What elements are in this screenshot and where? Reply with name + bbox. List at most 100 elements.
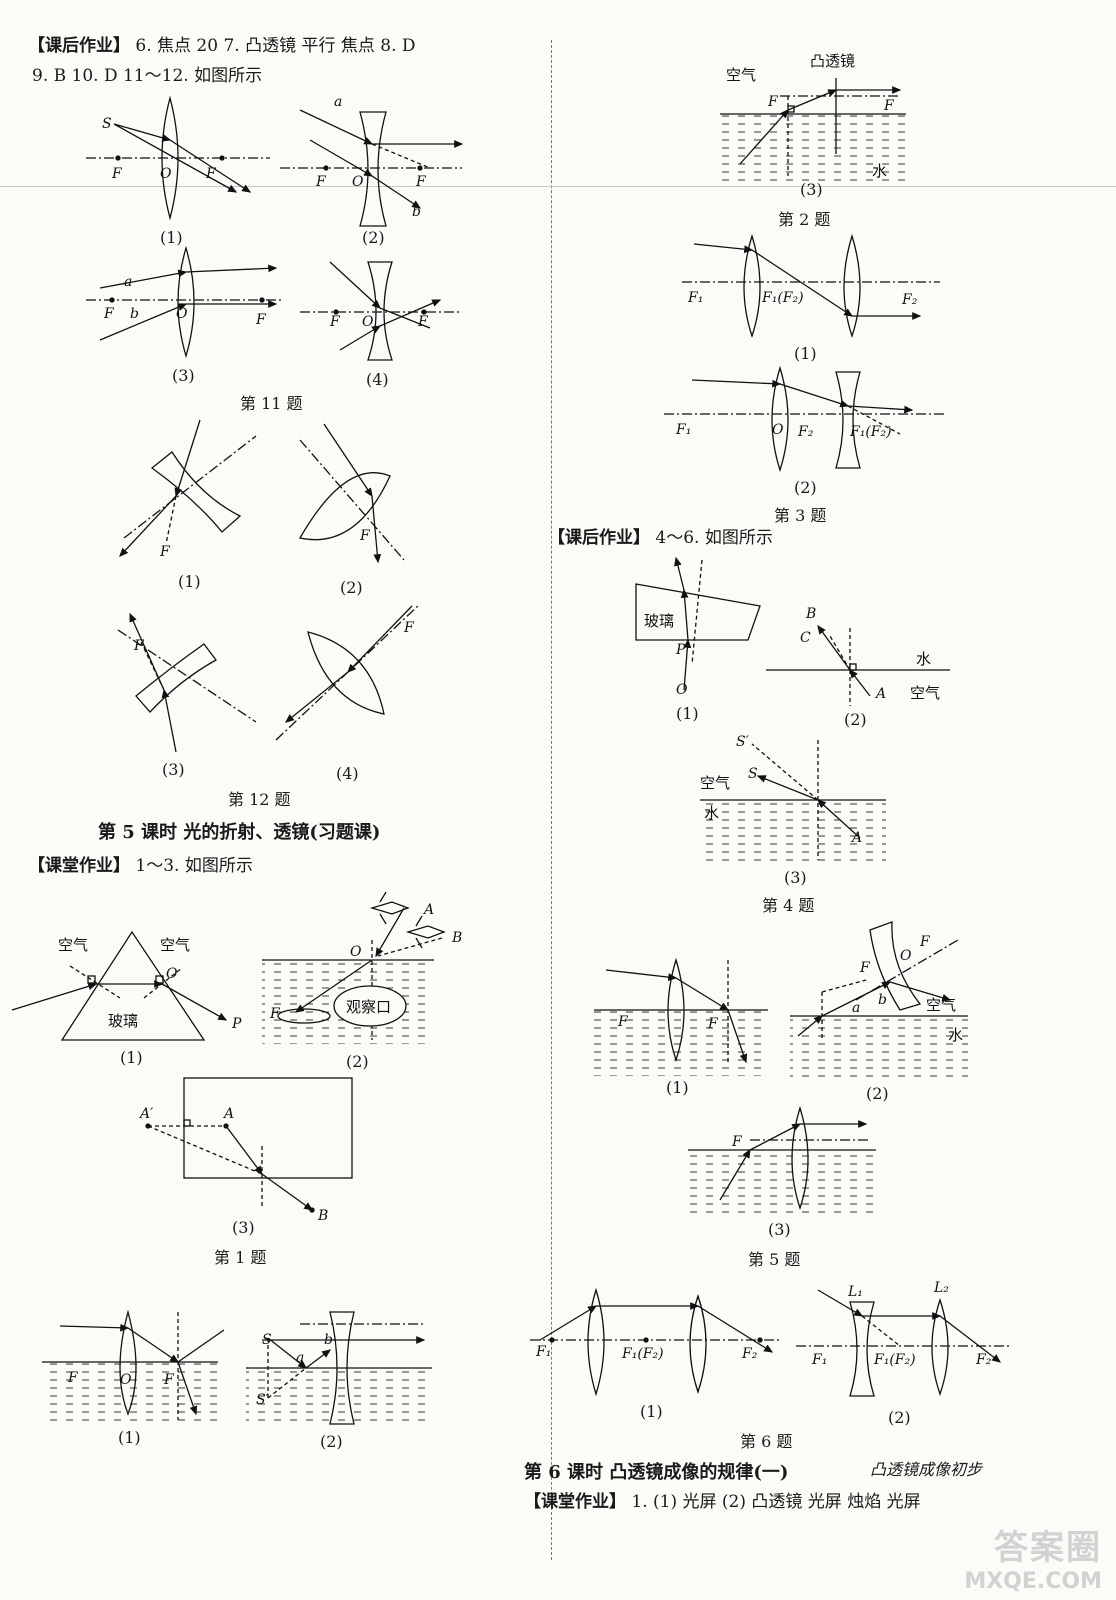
q5-fig3-convex-water — [688, 1105, 876, 1214]
label-A: A — [850, 830, 862, 846]
label-F1: F₁ — [535, 1344, 551, 1360]
q4-caption-3: (3) — [784, 868, 807, 887]
q5-caption-3: (3) — [768, 1220, 791, 1239]
classwork2-tag: 【课堂作业】 — [524, 1492, 626, 1512]
label-convex-lens: 凸透镜 — [810, 52, 855, 70]
q1-fig1-prism — [11, 930, 228, 1041]
label-A: A — [422, 902, 434, 918]
label-P: P — [675, 642, 686, 658]
label-S: S — [748, 766, 758, 782]
homework-answers-1: 6. 焦点 20 7. 凸透镜 平行 焦点 8. D — [135, 36, 416, 56]
q3-fig2-convex-concave — [664, 365, 944, 473]
label-L1: L₁ — [847, 1284, 863, 1300]
q12-fig1-concave — [119, 419, 257, 557]
label-F: F — [403, 620, 415, 636]
label-F: F — [67, 1370, 79, 1386]
label-b: b — [878, 992, 887, 1008]
label-S-prime: S′ — [256, 1392, 270, 1408]
homework2-line: 【课后作业】 4～6. 如图所示 — [548, 528, 773, 548]
label-F: F — [859, 960, 871, 976]
label-F1F2: F₁(F₂) — [849, 424, 892, 440]
label-F: F — [103, 306, 115, 322]
classwork2-text: 1. (1) 光屏 (2) 凸透镜 光屏 烛焰 光屏 — [631, 1492, 921, 1512]
label-F: F — [329, 314, 341, 330]
label-water: 水 — [916, 650, 931, 668]
q4-fig1-glass-block — [635, 556, 761, 691]
label-air: 空气 — [58, 936, 88, 954]
q5-fig1-convex-water — [594, 957, 768, 1076]
q5-fig2-concave-water — [790, 921, 968, 1078]
label-F: F — [111, 166, 123, 182]
q5-title: 第 5 题 — [748, 1250, 801, 1269]
q1-caption-2: (2) — [346, 1052, 369, 1071]
label-O: O — [350, 944, 362, 960]
label-a: a — [124, 274, 132, 290]
q11-caption-2: (2) — [362, 228, 385, 247]
label-F1F2: F₁(F₂) — [873, 1352, 916, 1368]
label-F2: F₂ — [797, 424, 814, 440]
q12-fig3-concave — [117, 612, 257, 753]
label-S: S — [262, 1332, 272, 1348]
classwork-text: 1～3. 如图所示 — [135, 856, 253, 876]
label-O: O — [352, 174, 364, 190]
q4-fig2-water-air — [766, 624, 950, 706]
watermark-line-2: MXQE.COM — [964, 1569, 1102, 1594]
q2-fig3-convex-over-water — [720, 78, 906, 184]
q12-fig4-convex — [275, 603, 421, 741]
q6-caption-2: (2) — [888, 1408, 911, 1427]
homework-line-1: 【课后作业】 6. 焦点 20 7. 凸透镜 平行 焦点 8. D — [28, 36, 416, 56]
label-S: S — [102, 116, 112, 132]
label-F: F — [269, 1006, 281, 1022]
label-F: F — [255, 312, 267, 328]
label-F1: F₁ — [687, 290, 703, 306]
label-water: 水 — [948, 1026, 963, 1044]
label-F: F — [133, 638, 145, 654]
q6-fig1-two-convex — [530, 1287, 780, 1397]
label-O: O — [176, 306, 188, 322]
q11-caption-3: (3) — [172, 366, 195, 385]
q12-fig2-convex — [298, 423, 405, 564]
label-air: 空气 — [910, 684, 940, 702]
q12-title: 第 12 题 — [228, 790, 291, 809]
label-A: A — [874, 686, 886, 702]
label-a: a — [296, 1350, 304, 1366]
q2-caption-3: (3) — [800, 180, 823, 199]
label-O: O — [900, 948, 912, 964]
label-glass: 玻璃 — [108, 1012, 138, 1030]
q2-title: 第 2 题 — [778, 210, 831, 229]
label-F: F — [315, 174, 327, 190]
label-F2: F₂ — [901, 292, 918, 308]
page-fold-line — [0, 186, 1116, 187]
q1-fig2-water-planes — [262, 891, 446, 1044]
homework2-tag: 【课后作业】 — [548, 528, 650, 548]
label-F1: F₁ — [675, 422, 691, 438]
label-F: F — [731, 1134, 743, 1150]
classwork-line: 【课堂作业】 1～3. 如图所示 — [28, 856, 253, 876]
label-B: B — [451, 930, 462, 946]
column-divider — [551, 40, 552, 1560]
q2-fig2-concave-water — [246, 1311, 432, 1426]
watermark-line-1: 答案圈 — [994, 1528, 1102, 1568]
label-F: F — [767, 94, 779, 110]
q6-title: 第 6 题 — [740, 1432, 793, 1451]
q4-title: 第 4 题 — [762, 896, 815, 915]
label-air: 空气 — [160, 936, 190, 954]
homework-line-2: 9. B 10. D 11～12. 如图所示 — [32, 66, 262, 86]
label-O: O — [362, 314, 374, 330]
label-C: C — [800, 630, 811, 646]
label-F: F — [163, 1372, 175, 1388]
lesson-6-handwritten-note: 凸透镜成像初步 — [870, 1460, 983, 1479]
label-F1F2: F₁(F₂) — [761, 290, 804, 306]
q11-title: 第 11 题 — [240, 394, 303, 413]
label-F2: F₂ — [975, 1352, 992, 1368]
q6-caption-1: (1) — [640, 1402, 663, 1421]
q2-caption-2: (2) — [320, 1432, 343, 1451]
q12-caption-1: (1) — [178, 572, 201, 591]
label-a: a — [852, 1000, 860, 1016]
label-observation-port: 观察口 — [346, 998, 391, 1016]
classwork-tag: 【课堂作业】 — [28, 856, 130, 876]
label-F: F — [417, 314, 429, 330]
q11-fig2-concave-lens — [280, 109, 464, 227]
q4-caption-1: (1) — [676, 704, 699, 723]
